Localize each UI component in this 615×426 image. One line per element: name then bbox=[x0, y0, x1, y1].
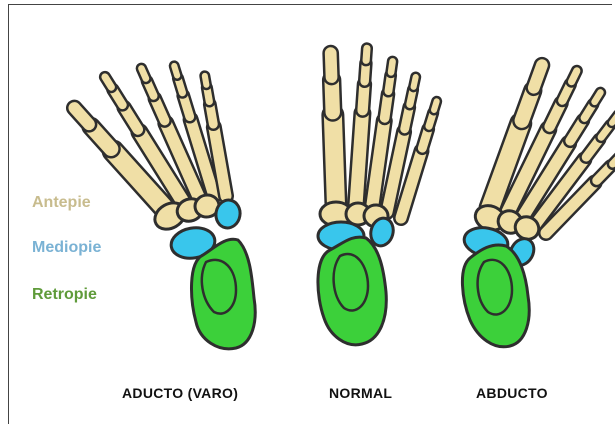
foot-adducted bbox=[74, 66, 255, 349]
forefoot-bones bbox=[490, 65, 615, 233]
foot-normal bbox=[318, 48, 437, 344]
foot-abducted bbox=[462, 65, 615, 347]
legend-hindfoot: Retropie bbox=[32, 286, 97, 304]
legend-forefoot: Antepie bbox=[32, 194, 91, 212]
caption-adducted: ADUCTO (VARO) bbox=[122, 385, 238, 401]
hindfoot-bones bbox=[318, 237, 386, 345]
legend-midfoot: Mediopie bbox=[32, 239, 101, 257]
caption-normal: NORMAL bbox=[329, 385, 392, 401]
caption-abducted: ABDUCTO bbox=[476, 385, 548, 401]
hindfoot-bones bbox=[462, 245, 529, 347]
forefoot-bones bbox=[74, 66, 226, 212]
hindfoot-bones bbox=[192, 239, 256, 349]
forefoot-bones bbox=[331, 48, 437, 218]
